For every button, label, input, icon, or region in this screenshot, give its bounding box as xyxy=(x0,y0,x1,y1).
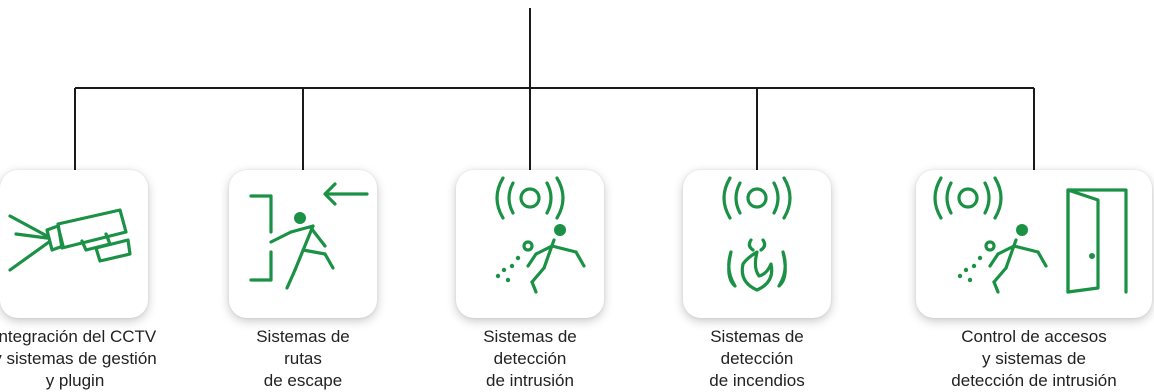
node-card-intrusion xyxy=(456,170,604,318)
node-label-line: y sistemas de xyxy=(982,349,1086,368)
node-label-line: Sistemas de xyxy=(256,327,350,346)
cctv-camera-icon xyxy=(8,208,132,272)
node-label-line: de escape xyxy=(263,371,343,390)
door-icon xyxy=(1066,188,1128,294)
intrusion-alarm-icon xyxy=(933,176,1048,294)
node-card-cctv xyxy=(0,170,148,318)
node-label-cctv: Integración del CCTV y sistemas de gesti… xyxy=(0,326,195,392)
node-label-line: y plugin xyxy=(45,371,105,390)
node-label-escape: Sistemas de rutas de escape xyxy=(183,326,423,392)
node-label-line: Sistemas de xyxy=(483,327,577,346)
node-label-line: detección de intrusión xyxy=(951,371,1117,390)
emergency-exit-icon xyxy=(249,182,369,290)
intrusion-alarm-icon xyxy=(495,176,586,294)
node-label-line: Integración del CCTV xyxy=(0,327,157,346)
node-label-line: de incendios xyxy=(709,371,805,390)
node-label-line: detección xyxy=(720,349,794,368)
node-label-line: de intrusión xyxy=(486,371,574,390)
node-label-line: detección xyxy=(493,349,567,368)
node-label-line: y sistemas de gestión xyxy=(0,349,157,368)
node-label-access: Control de accesos y sistemas de detecci… xyxy=(914,326,1154,392)
fire-alarm-icon xyxy=(722,176,792,292)
node-label-line: Sistemas de xyxy=(710,327,804,346)
node-card-escape xyxy=(229,170,377,318)
node-label-intrusion: Sistemas de detección de intrusión xyxy=(410,326,650,392)
node-card-access xyxy=(916,170,1152,318)
node-label-line: rutas xyxy=(284,349,322,368)
access-icons xyxy=(933,176,1128,294)
node-label-line: Control de accesos xyxy=(961,327,1107,346)
node-label-fire: Sistemas de detección de incendios xyxy=(637,326,877,392)
node-card-fire xyxy=(683,170,831,318)
